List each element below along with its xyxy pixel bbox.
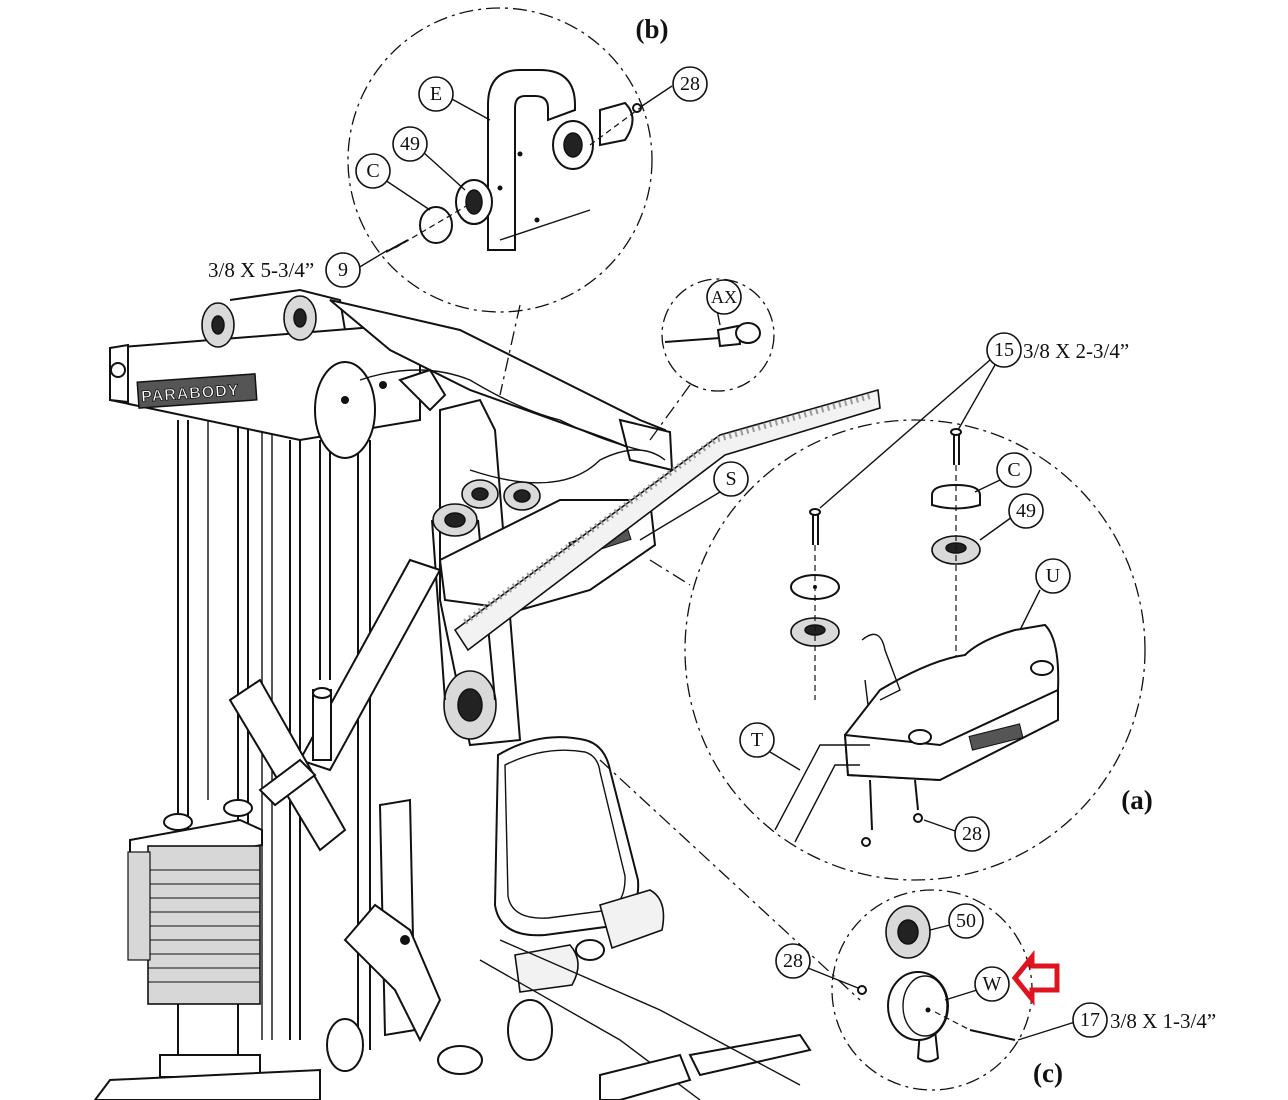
svg-text:C: C (1007, 459, 1020, 481)
callout-AX: AX (706, 279, 742, 315)
section-label-b: (b) (636, 14, 669, 44)
callout-9: 9 (325, 252, 361, 288)
detail-ax-boundary (661, 278, 775, 392)
callout-E: E (418, 76, 454, 112)
left-arrow-icon (1011, 949, 1060, 1007)
callout-S: S (713, 461, 749, 497)
section-label-c: (c) (1033, 1058, 1063, 1088)
svg-text:W: W (983, 973, 1002, 995)
callout-U: U (1035, 558, 1071, 594)
svg-text:T: T (751, 729, 763, 751)
callout-28-b: 28 (672, 66, 708, 102)
dimension-bolt-9: 3/8 X 5-3/4” (208, 258, 314, 282)
callout-50: 50 (948, 903, 984, 939)
detail-b-boundary (347, 7, 653, 313)
svg-text:17: 17 (1080, 1009, 1100, 1031)
svg-text:28: 28 (962, 823, 982, 845)
svg-text:AX: AX (711, 287, 737, 307)
detail-ax: AX (649, 278, 775, 441)
detail-a: (a) (599, 332, 1153, 1001)
callout-28-c: 28 (775, 943, 811, 979)
callout-28-a: 28 (954, 816, 990, 852)
svg-text:E: E (430, 83, 442, 105)
detail-a-boundary (684, 419, 1146, 881)
svg-text:28: 28 (680, 73, 700, 95)
svg-text:28: 28 (783, 950, 803, 972)
svg-text:50: 50 (956, 910, 976, 932)
callout-C-b: C (355, 153, 391, 189)
section-label-a: (a) (1121, 785, 1152, 815)
svg-text:49: 49 (400, 133, 420, 155)
dimension-bolt-17: 3/8 X 1-3/4” (1110, 1009, 1216, 1033)
home-gym-machine: PARABODY (93, 288, 881, 1100)
detail-b: (b) E 28 49 (208, 7, 708, 396)
callout-49-a: 49 (1008, 493, 1044, 529)
svg-text:15: 15 (994, 339, 1014, 361)
svg-text:C: C (366, 160, 379, 182)
callout-T: T (739, 722, 775, 758)
detail-c: (c) 50 28 W 17 3/8 X 1-3 (775, 889, 1216, 1091)
callout-49-b: 49 (392, 126, 428, 162)
callout-17: 17 (1072, 1002, 1108, 1038)
callout-C-a: C (996, 452, 1032, 488)
svg-text:S: S (725, 468, 736, 490)
callout-W: W (974, 966, 1010, 1002)
svg-text:49: 49 (1016, 500, 1036, 522)
callout-15: 15 (986, 332, 1022, 368)
svg-text:U: U (1046, 565, 1061, 587)
dimension-bolt-15: 3/8 X 2-3/4” (1023, 339, 1129, 363)
svg-text:9: 9 (338, 259, 348, 281)
